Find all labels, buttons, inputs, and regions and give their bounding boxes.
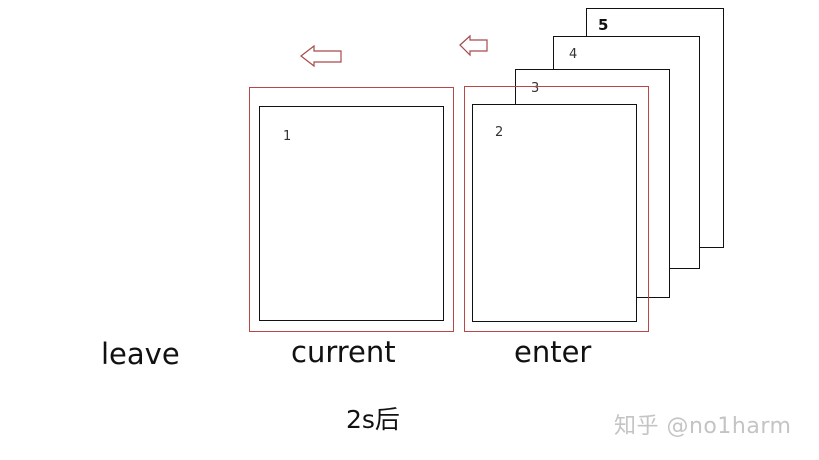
card-3-number: 3 <box>531 81 540 96</box>
card-2-number: 2 <box>495 125 504 140</box>
current-frame <box>249 87 454 332</box>
enter-frame <box>464 86 649 332</box>
current-label: current <box>291 335 396 369</box>
left-arrow-large-icon <box>300 44 342 68</box>
card-1-number: 1 <box>283 129 292 144</box>
card-5-number: 5 <box>598 16 609 34</box>
leave-label: leave <box>101 337 180 371</box>
card-4-number: 4 <box>569 47 578 62</box>
card-1: 1 <box>259 106 444 321</box>
watermark: 知乎 @no1harm <box>614 414 792 439</box>
card-2: 2 <box>472 104 637 322</box>
enter-label: enter <box>514 335 592 369</box>
left-arrow-small-icon <box>459 34 488 57</box>
caption-2s-later: 2s后 <box>346 405 400 434</box>
